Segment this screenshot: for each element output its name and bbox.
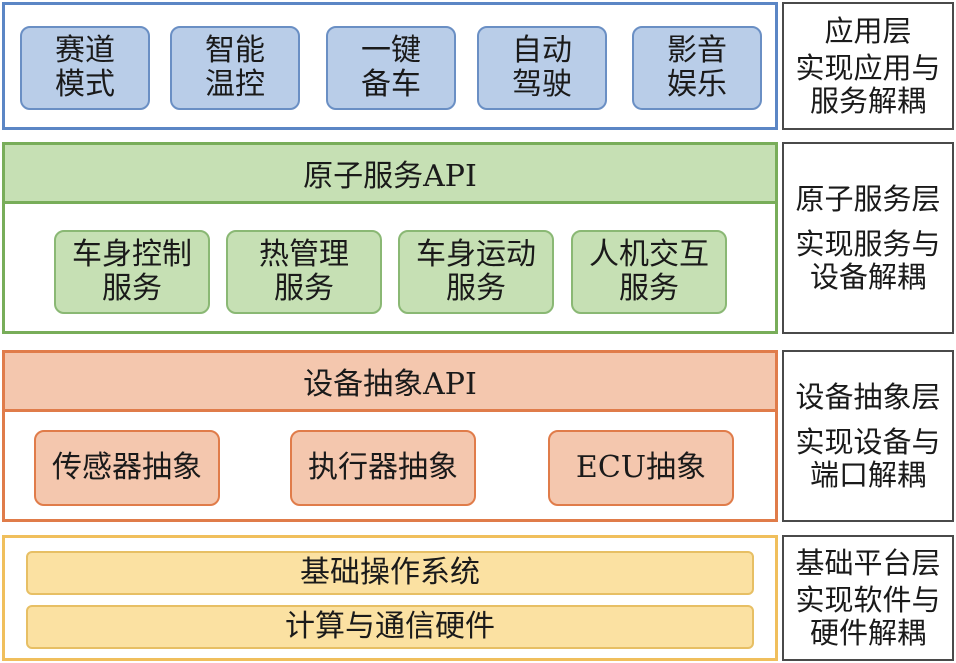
- device-layer-side-label: 设备抽象层 实现设备与 端口解耦: [782, 350, 954, 522]
- app-module-one-key-prep: 一键 备车: [326, 26, 456, 110]
- service-module-body-control: 车身控制 服务: [54, 230, 210, 314]
- app-layer-title: 应用层: [824, 13, 912, 48]
- service-api-bar: 原子服务API: [2, 142, 778, 204]
- app-module-race-mode: 赛道 模式: [20, 26, 150, 110]
- service-module-body-motion: 车身运动 服务: [398, 230, 554, 314]
- base-os-bar: 基础操作系统: [26, 551, 754, 595]
- device-module-ecu: ECU抽象: [548, 430, 734, 506]
- device-layer-title: 设备抽象层: [795, 379, 941, 414]
- app-module-smart-climate: 智能 温控: [170, 26, 300, 110]
- base-hardware-bar: 计算与通信硬件: [26, 605, 754, 649]
- app-module-autonomous-driving: 自动 驾驶: [477, 26, 607, 110]
- device-layer-desc: 实现设备与 端口解耦: [795, 424, 941, 492]
- app-layer-side-label: 应用层 实现应用与 服务解耦: [782, 2, 954, 130]
- service-module-hmi: 人机交互 服务: [571, 230, 727, 314]
- service-module-thermal: 热管理 服务: [226, 230, 382, 314]
- device-module-sensor: 传感器抽象: [34, 430, 220, 506]
- app-module-infotainment: 影音 娱乐: [632, 26, 762, 110]
- app-layer-desc: 实现应用与 服务解耦: [795, 50, 941, 118]
- service-layer-desc: 实现服务与 设备解耦: [795, 226, 941, 294]
- device-module-actuator: 执行器抽象: [290, 430, 476, 506]
- service-layer-side-label: 原子服务层 实现服务与 设备解耦: [782, 142, 954, 334]
- device-api-bar: 设备抽象API: [2, 350, 778, 412]
- service-layer-title: 原子服务层: [795, 181, 941, 216]
- base-layer-desc: 实现软件与 硬件解耦: [795, 582, 941, 650]
- base-layer-side-label: 基础平台层 实现软件与 硬件解耦: [782, 535, 954, 661]
- base-layer-title: 基础平台层: [795, 545, 941, 580]
